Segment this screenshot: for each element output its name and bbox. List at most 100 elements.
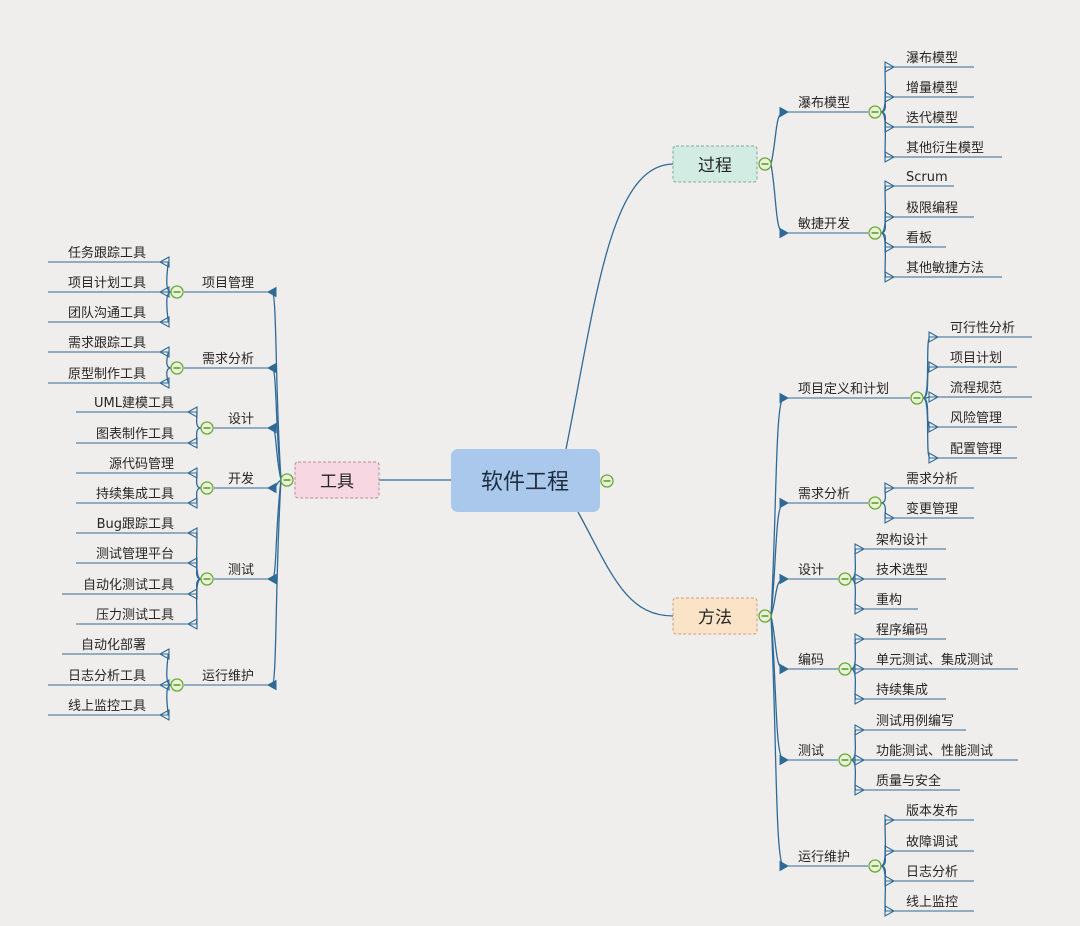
tools-leaf-4-0: Bug跟踪工具 [97, 517, 174, 532]
method-sub-4-collapse-icon[interactable] [838, 753, 852, 767]
method-collapse-icon[interactable] [758, 609, 772, 623]
center-topic[interactable]: 软件工程 [451, 449, 600, 512]
method-sub-4-leaf-2-arrow [854, 784, 866, 796]
tools-sub-topic-2: 设计 [228, 412, 254, 427]
method-sub-3-collapse-icon[interactable] [838, 662, 852, 676]
method-sub-topic-2: 设计 [798, 563, 824, 578]
tools-sub-3-collapse-icon[interactable] [200, 481, 214, 495]
process-sub-topic-1: 敏捷开发 [798, 216, 850, 232]
process-leaf-1-0: Scrum [906, 170, 948, 185]
tools-leaf-5-2: 线上监控工具 [68, 699, 146, 714]
method-leaf-4-1: 功能测试、性能测试 [876, 744, 993, 759]
method-leaf-4-2: 质量与安全 [876, 773, 941, 789]
tools-sub-topic-5: 运行维护 [202, 669, 254, 684]
edge-tools-sub-0-leaf-2 [166, 291, 172, 323]
tools-leaf-1-0: 需求跟踪工具 [68, 336, 146, 351]
edge-center-method [577, 511, 674, 617]
process-leaf-0-0: 瀑布模型 [906, 51, 958, 66]
process-sub-0-collapse-icon[interactable] [868, 105, 882, 119]
tools-sub-0-leaf-2-arrow [158, 316, 170, 328]
edge-process-sub-0-leaf-3 [880, 111, 887, 158]
method-leaf-0-2: 流程规范 [950, 381, 1002, 396]
connector-layer [48, 61, 1032, 917]
tools-sub-topic-4: 测试 [228, 563, 254, 578]
method-leaf-1-0: 需求分析 [906, 472, 958, 487]
edge-method-sub-0 [770, 397, 785, 617]
method-leaf-3-2: 持续集成 [876, 682, 928, 698]
method-sub-2-leaf-0-arrow [854, 543, 866, 555]
tools-collapse-icon[interactable] [280, 473, 294, 487]
tools-sub-1-collapse-icon[interactable] [170, 361, 184, 375]
method-sub-3-leaf-2-arrow [854, 693, 866, 705]
method-leaf-5-3: 线上监控 [906, 895, 958, 910]
tools-sub-4-collapse-icon[interactable] [200, 572, 214, 586]
method-sub-4-leaf-0-arrow [854, 724, 866, 736]
edge-tools-sub-4-leaf-3 [195, 578, 202, 625]
edge-method-sub-5-leaf-3 [880, 865, 887, 912]
main-topic-tools-label: 工具 [320, 472, 354, 492]
method-leaf-3-1: 单元测试、集成测试 [876, 652, 993, 668]
method-sub-0-leaf-3-arrow [928, 421, 940, 433]
tools-sub-5-collapse-icon[interactable] [170, 678, 184, 692]
tools-leaf-3-1: 持续集成工具 [96, 486, 174, 502]
tools-sub-2-collapse-icon[interactable] [200, 421, 214, 435]
method-leaf-1-1: 变更管理 [906, 501, 958, 517]
process-collapse-icon[interactable] [758, 157, 772, 171]
method-sub-5-collapse-icon[interactable] [868, 859, 882, 873]
method-sub-5-leaf-0-arrow [884, 814, 896, 826]
tools-leaf-0-1: 项目计划工具 [68, 276, 146, 291]
process-sub-topic-0: 瀑布模型 [798, 96, 850, 111]
method-leaf-0-1: 项目计划 [950, 351, 1002, 366]
method-leaf-2-2: 重构 [876, 592, 902, 608]
tools-sub-4-leaf-1-arrow [186, 557, 198, 569]
tools-sub-0-collapse-icon[interactable] [170, 285, 184, 299]
edge-method-sub-5 [770, 615, 785, 867]
tools-sub-0-leaf-0-arrow [158, 256, 170, 268]
center-topic-label: 软件工程 [481, 470, 569, 495]
main-topic-tools[interactable]: 工具 [294, 461, 380, 499]
method-sub-0-collapse-icon[interactable] [910, 391, 924, 405]
method-sub-1-leaf-1-arrow [884, 512, 896, 524]
edge-tools-sub-0 [271, 291, 282, 481]
method-sub-3-leaf-1-arrow [854, 663, 866, 675]
tools-sub-1-leaf-1-arrow [158, 377, 170, 389]
process-sub-1-collapse-icon[interactable] [868, 226, 882, 240]
tools-sub-topic-0: 项目管理 [202, 276, 254, 291]
method-sub-topic-0: 项目定义和计划 [798, 382, 889, 397]
method-leaf-2-1: 技术选型 [876, 563, 928, 578]
method-leaf-0-0: 可行性分析 [950, 321, 1015, 336]
method-leaf-5-2: 日志分析 [906, 865, 958, 880]
edge-process-sub-1-leaf-3 [880, 232, 887, 278]
method-sub-topic-3: 编码 [798, 653, 824, 668]
method-sub-0-leaf-1-arrow [928, 361, 940, 373]
edge-method-sub-4 [770, 615, 785, 761]
method-sub-5-leaf-3-arrow [884, 905, 896, 917]
tools-sub-2-leaf-0-arrow [186, 406, 198, 418]
process-sub-0-leaf-0-arrow [884, 61, 896, 73]
method-leaf-4-0: 测试用例编写 [876, 714, 954, 729]
tools-sub-3-leaf-1-arrow [186, 497, 198, 509]
center-collapse-icon[interactable] [600, 474, 614, 488]
method-sub-1-collapse-icon[interactable] [868, 496, 882, 510]
tools-sub-topic-1: 需求分析 [202, 352, 254, 367]
tools-leaf-4-2: 自动化测试工具 [83, 578, 174, 593]
method-leaf-5-0: 版本发布 [906, 803, 958, 819]
process-leaf-0-1: 增量模型 [906, 81, 958, 96]
tools-sub-2-leaf-1-arrow [186, 437, 198, 449]
tools-leaf-4-3: 压力测试工具 [96, 608, 174, 623]
tools-leaf-2-0: UML建模工具 [94, 396, 174, 411]
edge-tools-sub-1-leaf-0 [166, 351, 172, 369]
process-leaf-1-1: 极限编程 [906, 201, 958, 216]
method-sub-2-leaf-2-arrow [854, 603, 866, 615]
process-leaf-1-3: 其他敏捷方法 [906, 260, 984, 276]
main-topic-process[interactable]: 过程 [672, 145, 758, 183]
tools-sub-5-leaf-2-arrow [158, 709, 170, 721]
process-leaf-0-3: 其他衍生模型 [906, 141, 984, 156]
method-sub-0-leaf-2-arrow [928, 391, 940, 403]
main-topic-method-label: 方法 [698, 608, 732, 628]
main-topic-method[interactable]: 方法 [672, 597, 758, 635]
tools-leaf-3-0: 源代码管理 [109, 457, 174, 472]
method-sub-2-collapse-icon[interactable] [838, 572, 852, 586]
tools-sub-4-leaf-0-arrow [186, 527, 198, 539]
tools-leaf-5-1: 日志分析工具 [68, 669, 146, 684]
